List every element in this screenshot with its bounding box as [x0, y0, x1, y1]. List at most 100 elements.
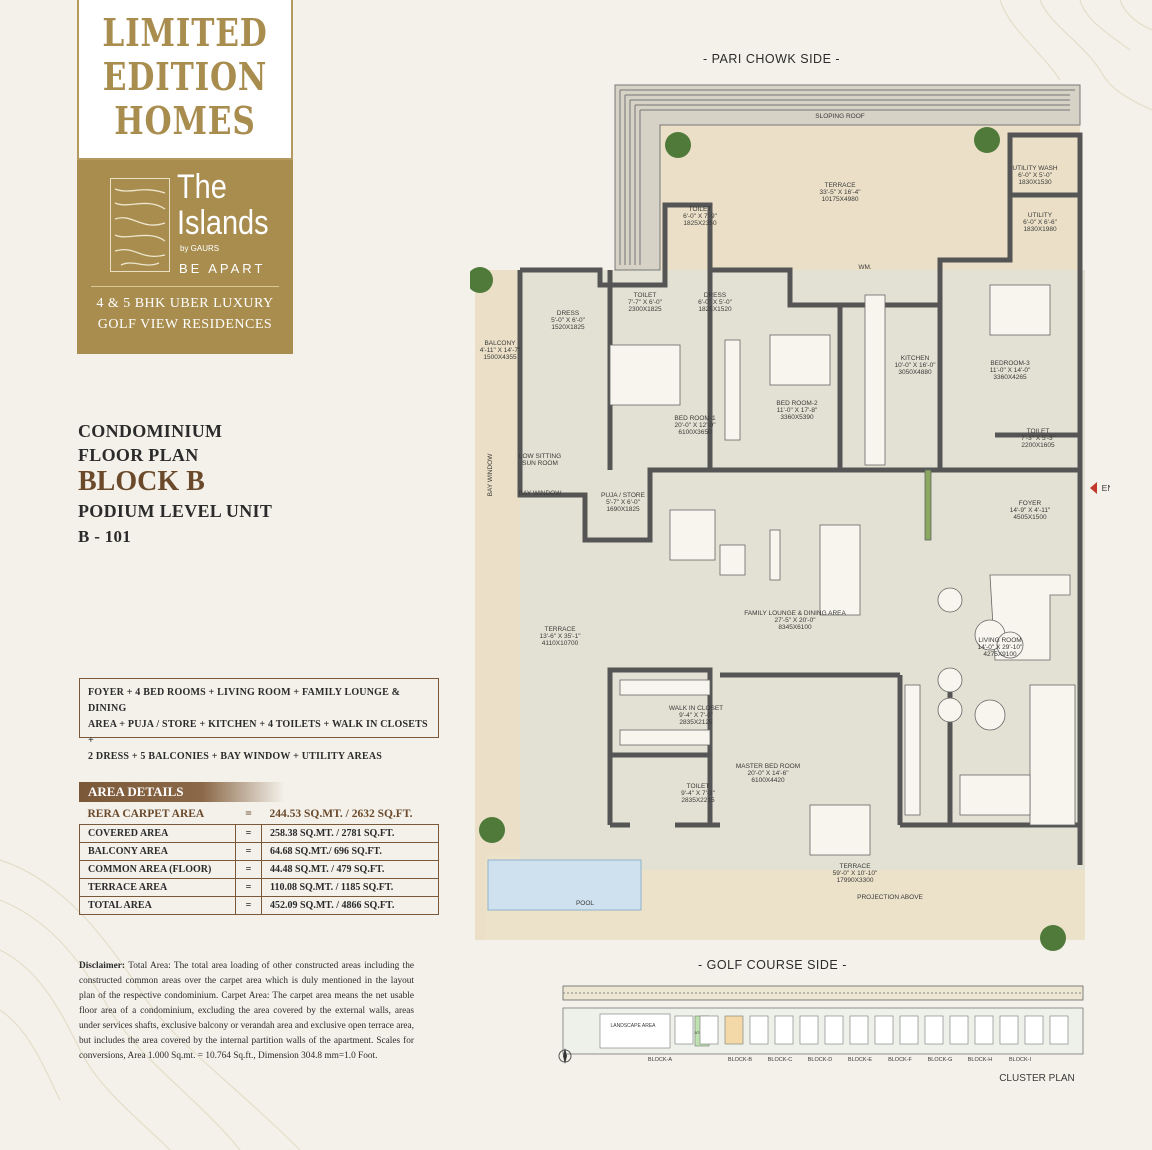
cluster-unit — [949, 1015, 969, 1045]
room-name: TOILET — [689, 206, 712, 213]
room-dimension: 1500X4355 — [483, 354, 517, 361]
cluster-unit — [799, 1015, 819, 1045]
area-value: 64.68 SQ.MT./ 696 SQ.FT. — [261, 842, 439, 861]
room-name: TERRACE — [824, 182, 856, 189]
room-dimension: 8345X6100 — [778, 624, 812, 631]
cluster-block-label: BLOCK-C — [768, 1057, 792, 1063]
room-dimension: 7'-7" X 6'-0" — [628, 299, 663, 306]
cluster-unit — [974, 1015, 994, 1045]
cluster-unit — [849, 1015, 869, 1045]
room-dimension: 10175X4980 — [822, 196, 859, 203]
room-name: FAMILY LOUNGE & DINING AREA — [744, 610, 846, 617]
room-name: BED ROOM-2 — [776, 400, 818, 407]
bay-window-label: BAY WINDOW — [519, 490, 563, 497]
room-dimension: SUN ROOM — [522, 460, 558, 467]
area-details-table: RERA CARPET AREA = 244.53 SQ.MT. / 2632 … — [79, 804, 439, 915]
cluster-block-label: BLOCK-I — [1009, 1057, 1031, 1063]
configuration-line: AREA + PUJA / STORE + KITCHEN + 4 TOILET… — [88, 719, 428, 746]
room-dimension: 4110X10700 — [542, 640, 579, 647]
brand-headline-3: HOMES — [114, 98, 256, 143]
room-dimension: 1830X1530 — [1018, 179, 1052, 186]
room-dimension: 3050X4880 — [898, 369, 932, 376]
brand-divider — [91, 286, 279, 287]
brand-headline-2: EDITION — [102, 54, 268, 99]
cluster-unit — [774, 1015, 794, 1045]
cluster-block-label: BLOCK-G — [928, 1057, 953, 1063]
room-dimension: 11'-0" X 14'-0" — [990, 367, 1031, 374]
brand-headline-box: LIMITED EDITION HOMES — [77, 0, 293, 160]
landscape-label: LANDSCAPE AREA — [610, 1023, 656, 1029]
area-eq: = — [235, 824, 262, 843]
cluster-unit — [1049, 1015, 1069, 1045]
logo-tagline: BE APART — [179, 261, 266, 276]
room-name: DRESS — [704, 292, 727, 299]
room-dimension: 14'-0" X 29'-10" — [978, 644, 1023, 651]
area-value: 44.48 SQ.MT. / 479 SQ.FT. — [261, 860, 439, 879]
heading-condominium: CONDOMINIUM — [78, 421, 223, 441]
cluster-plan-title: CLUSTER PLAN — [999, 1073, 1075, 1082]
room-name: LIVING ROOM — [978, 637, 1021, 644]
cluster-block-label: BLOCK-H — [968, 1057, 992, 1063]
room-dimension: 11'-0" X 17'-8" — [777, 407, 818, 414]
pari-chowk-side-label: - PARI CHOWK SIDE - — [703, 52, 841, 66]
brand-headline-1: LIMITED — [102, 10, 268, 55]
room-dimension: 6'-0" X 6'-6" — [1023, 219, 1058, 226]
cluster-unit — [824, 1015, 844, 1045]
cluster-block-label: BLOCK-D — [808, 1057, 832, 1063]
furniture — [609, 284, 1076, 856]
north-arrow-icon — [563, 1048, 567, 1064]
disclaimer-text: Total Area: The total area loading of ot… — [79, 961, 415, 1061]
cluster-unit — [999, 1015, 1019, 1045]
configuration-line: FOYER + 4 BED ROOMS + LIVING ROOM + FAMI… — [88, 687, 401, 714]
room-name: TERRACE — [544, 626, 576, 633]
tree-icons — [470, 127, 1066, 951]
golf-course-side-label: - GOLF COURSE SIDE - — [698, 958, 847, 972]
logo-by: by GAURS — [180, 244, 220, 253]
table-row: BALCONY AREA = 64.68 SQ.MT./ 696 SQ.FT. — [79, 842, 439, 861]
walls — [517, 132, 1083, 865]
room-dimension: 1825X1520 — [698, 306, 732, 313]
area-label: BALCONY AREA — [79, 842, 236, 861]
heading-floor-plan: FLOOR PLAN — [78, 445, 199, 465]
table-row: RERA CARPET AREA = 244.53 SQ.MT. / 2632 … — [80, 804, 439, 825]
room-name: MASTER BED ROOM — [736, 763, 800, 770]
area-value: 452.09 SQ.MT. / 4866 SQ.FT. — [261, 896, 439, 915]
cluster-unit — [874, 1015, 894, 1045]
area-eq: = — [245, 808, 252, 820]
area-eq: = — [235, 896, 262, 915]
area-label: COVERED AREA — [79, 824, 236, 843]
pool-label: POOL — [576, 900, 594, 907]
room-dimension: 1690X1825 — [606, 506, 640, 513]
room-dimension: 59'-0" X 10'-10" — [833, 870, 878, 877]
room-dimension: 33'-5" X 16'-4" — [819, 189, 861, 196]
area-label: TOTAL AREA — [79, 896, 236, 915]
cluster-block-label: BLOCK-F — [888, 1057, 912, 1063]
cluster-unit — [749, 1015, 769, 1045]
room-name: PUJA / STORE — [601, 492, 646, 499]
room-dimension: 1830X1980 — [1023, 226, 1057, 233]
room-dimension: 10'-0" X 16'-0" — [894, 362, 936, 369]
room-name: KITCHEN — [901, 355, 930, 362]
area-value: 110.08 SQ.MT. / 1185 SQ.FT. — [261, 878, 439, 897]
heading-unit-type: PODIUM LEVEL UNIT — [78, 501, 273, 521]
logo-the: The — [177, 168, 227, 206]
room-dimension: 6'-0" X 5'-0" — [698, 299, 733, 306]
bay-window-vertical-label: BAY WINDOW — [487, 453, 494, 497]
room-name: TERRACE — [839, 863, 871, 870]
area-label: TERRACE AREA — [79, 878, 236, 897]
brand-tagline-1: 4 & 5 BHK UBER LUXURY — [96, 296, 274, 311]
room-name: UTILITY WASH — [1012, 165, 1057, 172]
brand-logo-panel: The Islands by GAURS BE APART 4 & 5 BHK … — [77, 160, 293, 354]
room-name: TOILET — [634, 292, 657, 299]
room-dimension: 7'-3" X 5'-3" — [1021, 435, 1056, 442]
cluster-unit — [724, 1015, 744, 1045]
room-dimension: 3360X4265 — [993, 374, 1027, 381]
logo-islands: Islands — [177, 204, 269, 242]
contour-icon — [114, 188, 166, 266]
room-dimension: 5'-0" X 6'-0" — [551, 317, 586, 324]
room-dimension: 27'-5" X 20'-0" — [774, 617, 816, 624]
disclaimer-label: Disclaimer: — [79, 961, 125, 971]
room-name: BALCONY — [484, 340, 516, 347]
